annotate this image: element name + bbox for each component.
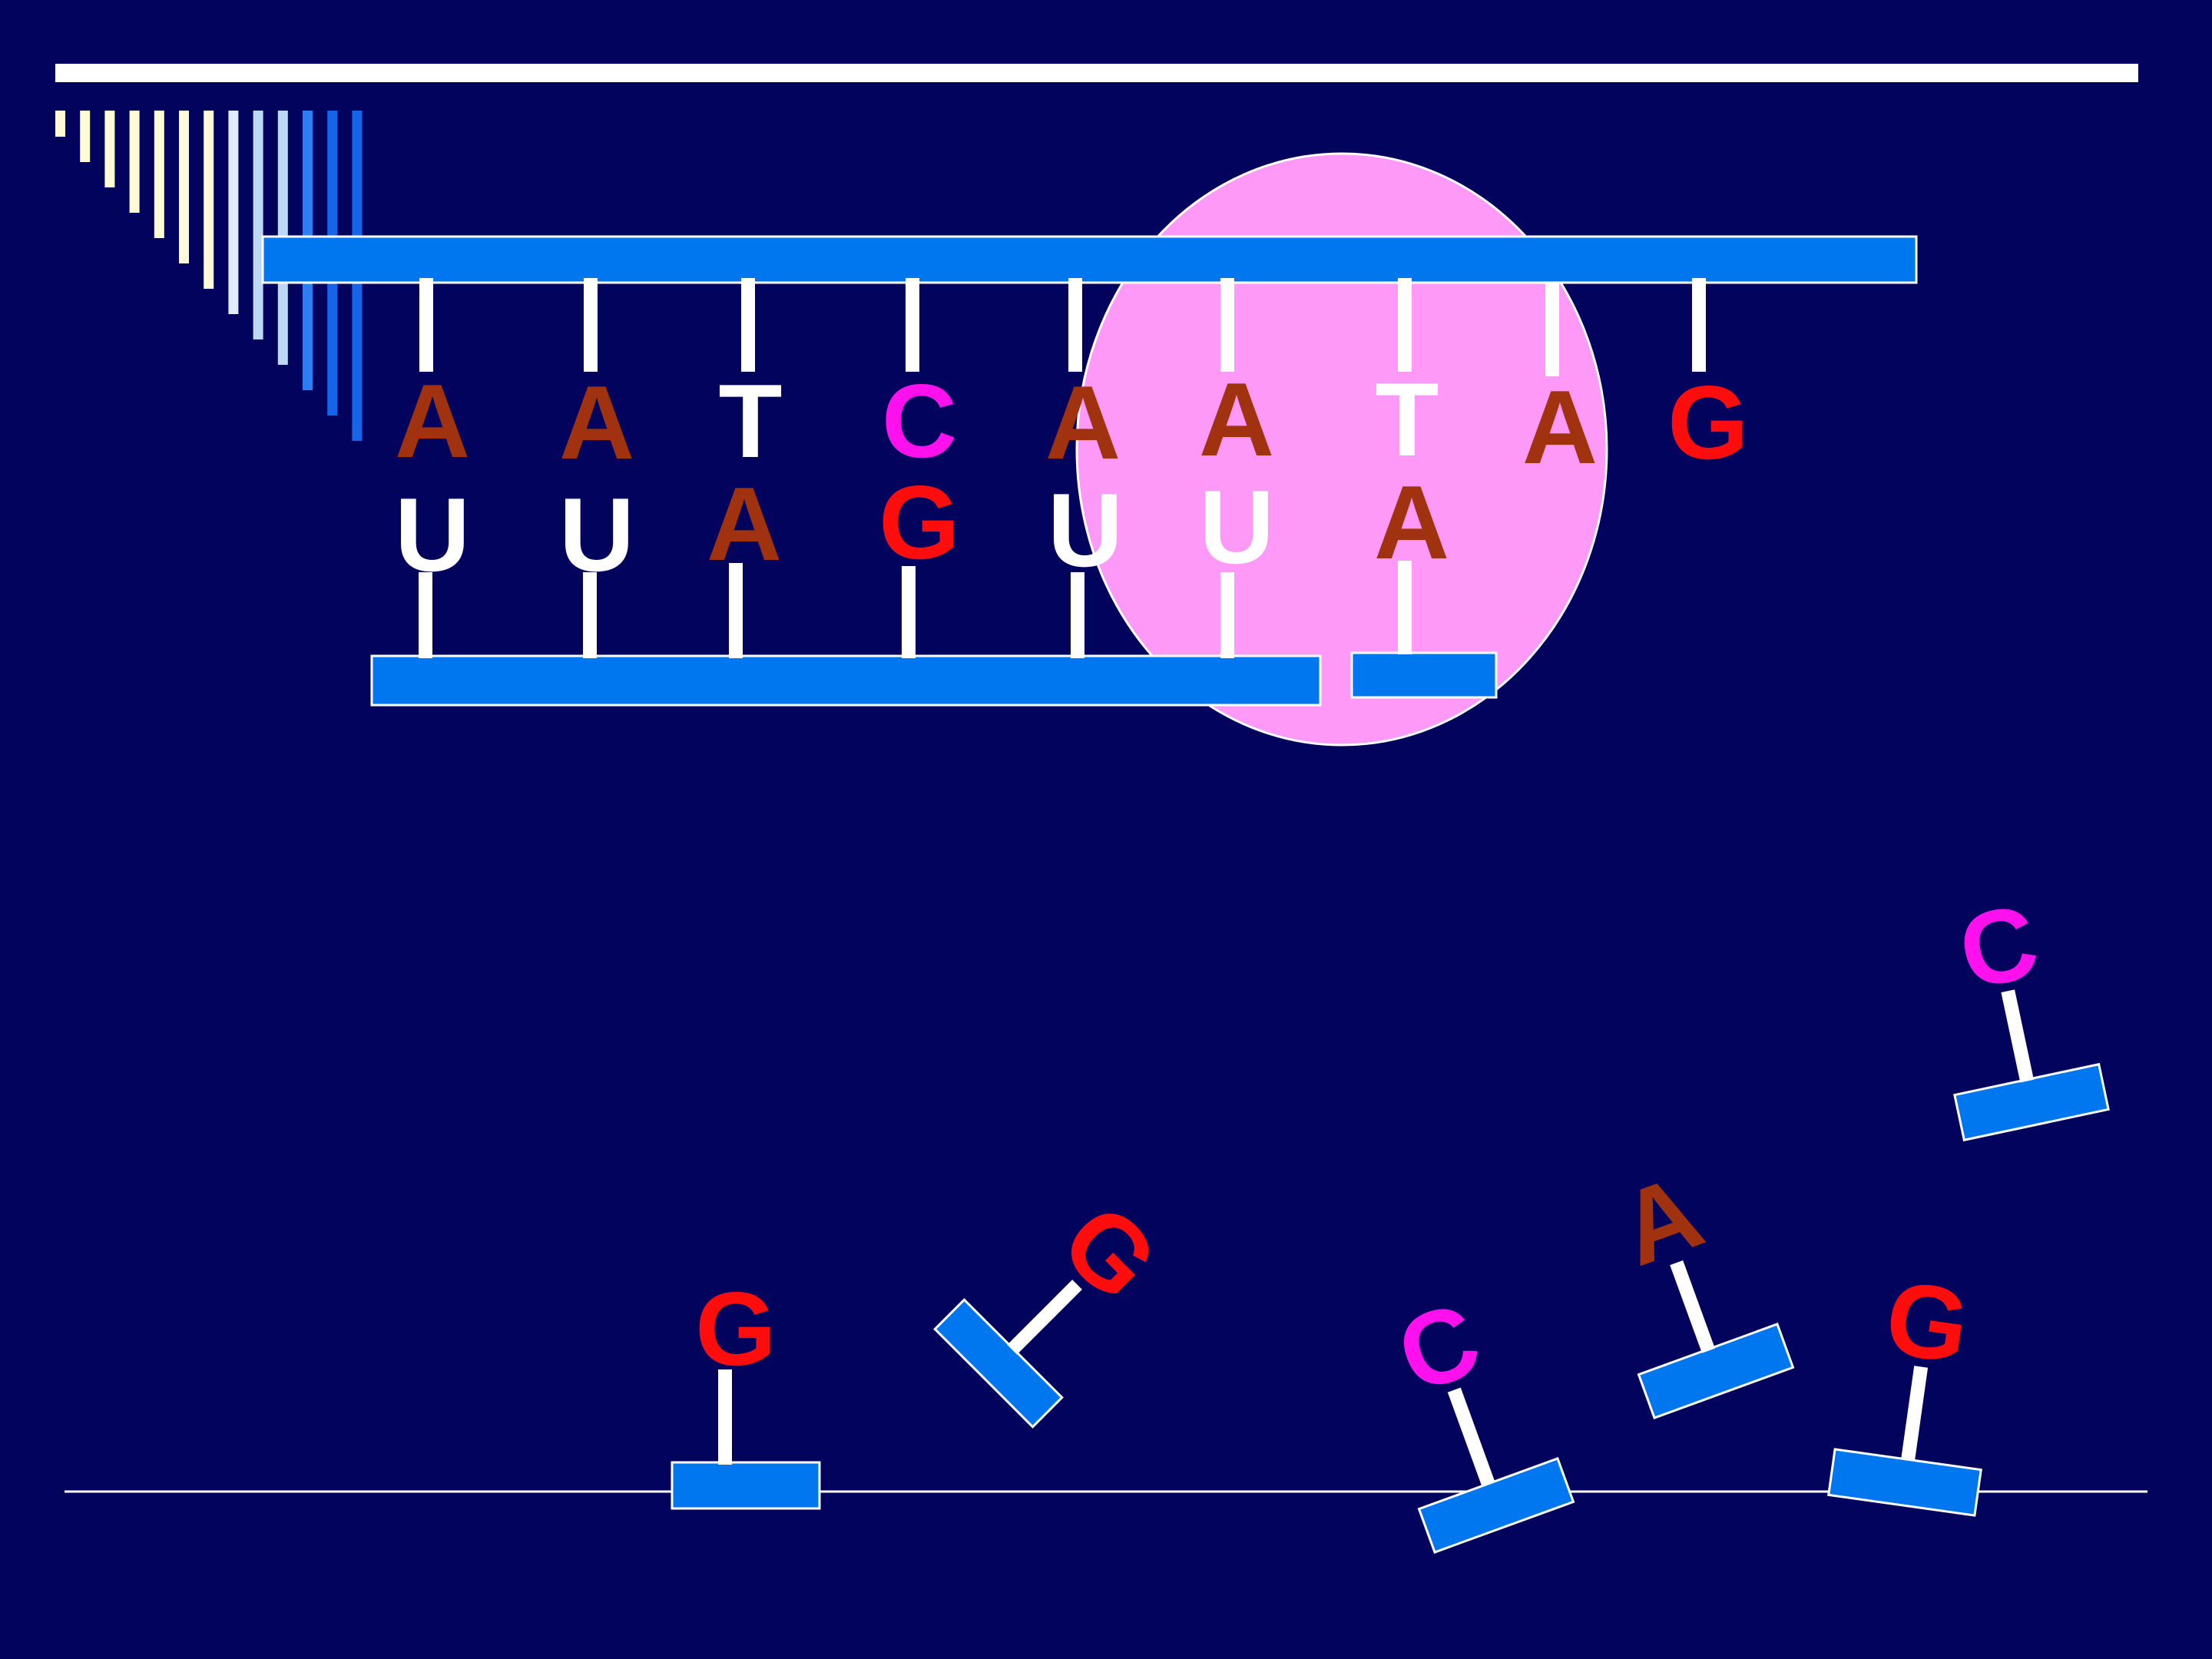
mrna-base: U — [395, 476, 470, 593]
dna-connector — [419, 278, 433, 372]
dna-base: T — [718, 363, 782, 479]
free-nucleotide[interactable]: C — [1914, 874, 2110, 1142]
nucleotide-connector — [1901, 1366, 1929, 1461]
mrna-connector — [902, 566, 916, 658]
gradient-bar — [179, 111, 189, 263]
nucleotide-sugar — [671, 1461, 821, 1510]
mrna-connector — [419, 572, 432, 658]
dna-connector — [906, 278, 919, 372]
gradient-bar — [204, 111, 214, 289]
mrna-backbone — [370, 654, 1322, 707]
free-nucleotide[interactable]: A — [1571, 1140, 1795, 1419]
dna-backbone — [261, 235, 1918, 284]
dna-connector — [584, 278, 598, 372]
free-nucleotide[interactable]: G — [671, 1270, 821, 1510]
mrna-connector — [1071, 572, 1084, 658]
mrna-base: A — [707, 465, 782, 582]
gradient-bar — [154, 111, 164, 238]
gradient-bar — [104, 111, 115, 187]
nucleotide-base: A — [1605, 1152, 1716, 1287]
gradient-bar — [80, 111, 91, 162]
nucleotide-connector — [1447, 1387, 1495, 1486]
nucleotide-connector — [1670, 1260, 1715, 1353]
free-nucleotides: G G C A — [671, 874, 2110, 1554]
nucleotide-base: G — [695, 1270, 777, 1387]
mrna-connector — [729, 563, 743, 658]
dna-base: A — [1522, 369, 1598, 485]
title-rule — [55, 64, 2138, 82]
dna-base: C — [882, 363, 957, 479]
dna-connector — [1545, 283, 1559, 376]
dna-connector — [1692, 278, 1706, 372]
mrna-connector — [1220, 572, 1234, 658]
nucleotide-sugar — [1417, 1457, 1575, 1554]
nucleotide-base: C — [1383, 1280, 1494, 1415]
dna-bases: A A T C A A T A G — [395, 278, 1749, 485]
dna-connector — [741, 278, 755, 372]
dna-base: A — [395, 363, 470, 479]
nucleotide-connector — [1007, 1280, 1082, 1355]
mrna-base: U — [559, 476, 634, 593]
free-nucleotide[interactable]: G — [933, 1162, 1200, 1429]
mrna-base: G — [879, 464, 960, 581]
nucleotide-connector — [2001, 989, 2034, 1083]
dna-base: A — [1199, 361, 1274, 478]
dna-connector — [1220, 278, 1234, 372]
nucleotide-base: G — [1879, 1258, 1975, 1385]
ribosome — [1075, 152, 1608, 747]
nucleotide-sugar — [1827, 1448, 1982, 1517]
dna-base: A — [559, 364, 634, 481]
mrna-backbone-new-segment — [1350, 651, 1498, 699]
dna-base: A — [1045, 364, 1121, 481]
dna-connector — [1398, 278, 1412, 372]
gradient-bar — [253, 111, 263, 339]
gradient-bar — [228, 111, 239, 314]
free-nucleotide[interactable]: G — [1827, 1253, 2008, 1517]
dna-connector — [1068, 278, 1082, 372]
mrna-connector — [1398, 561, 1412, 654]
gradient-bar — [55, 111, 65, 137]
dna-base: G — [1667, 364, 1749, 481]
mrna-base: A — [1374, 464, 1449, 581]
gradient-bar — [129, 111, 140, 213]
free-nucleotide[interactable]: C — [1349, 1267, 1575, 1554]
nucleotide-base: C — [1949, 882, 2048, 1012]
nucleotide-sugar — [1637, 1323, 1795, 1419]
nucleotide-connector — [718, 1369, 732, 1465]
mrna-connector — [583, 572, 597, 658]
mrna-bases: U U A G U U A — [395, 464, 1449, 658]
mrna-base: U — [1199, 469, 1274, 585]
mrna-base: U — [1048, 472, 1123, 588]
dna-base: T — [1375, 361, 1439, 478]
